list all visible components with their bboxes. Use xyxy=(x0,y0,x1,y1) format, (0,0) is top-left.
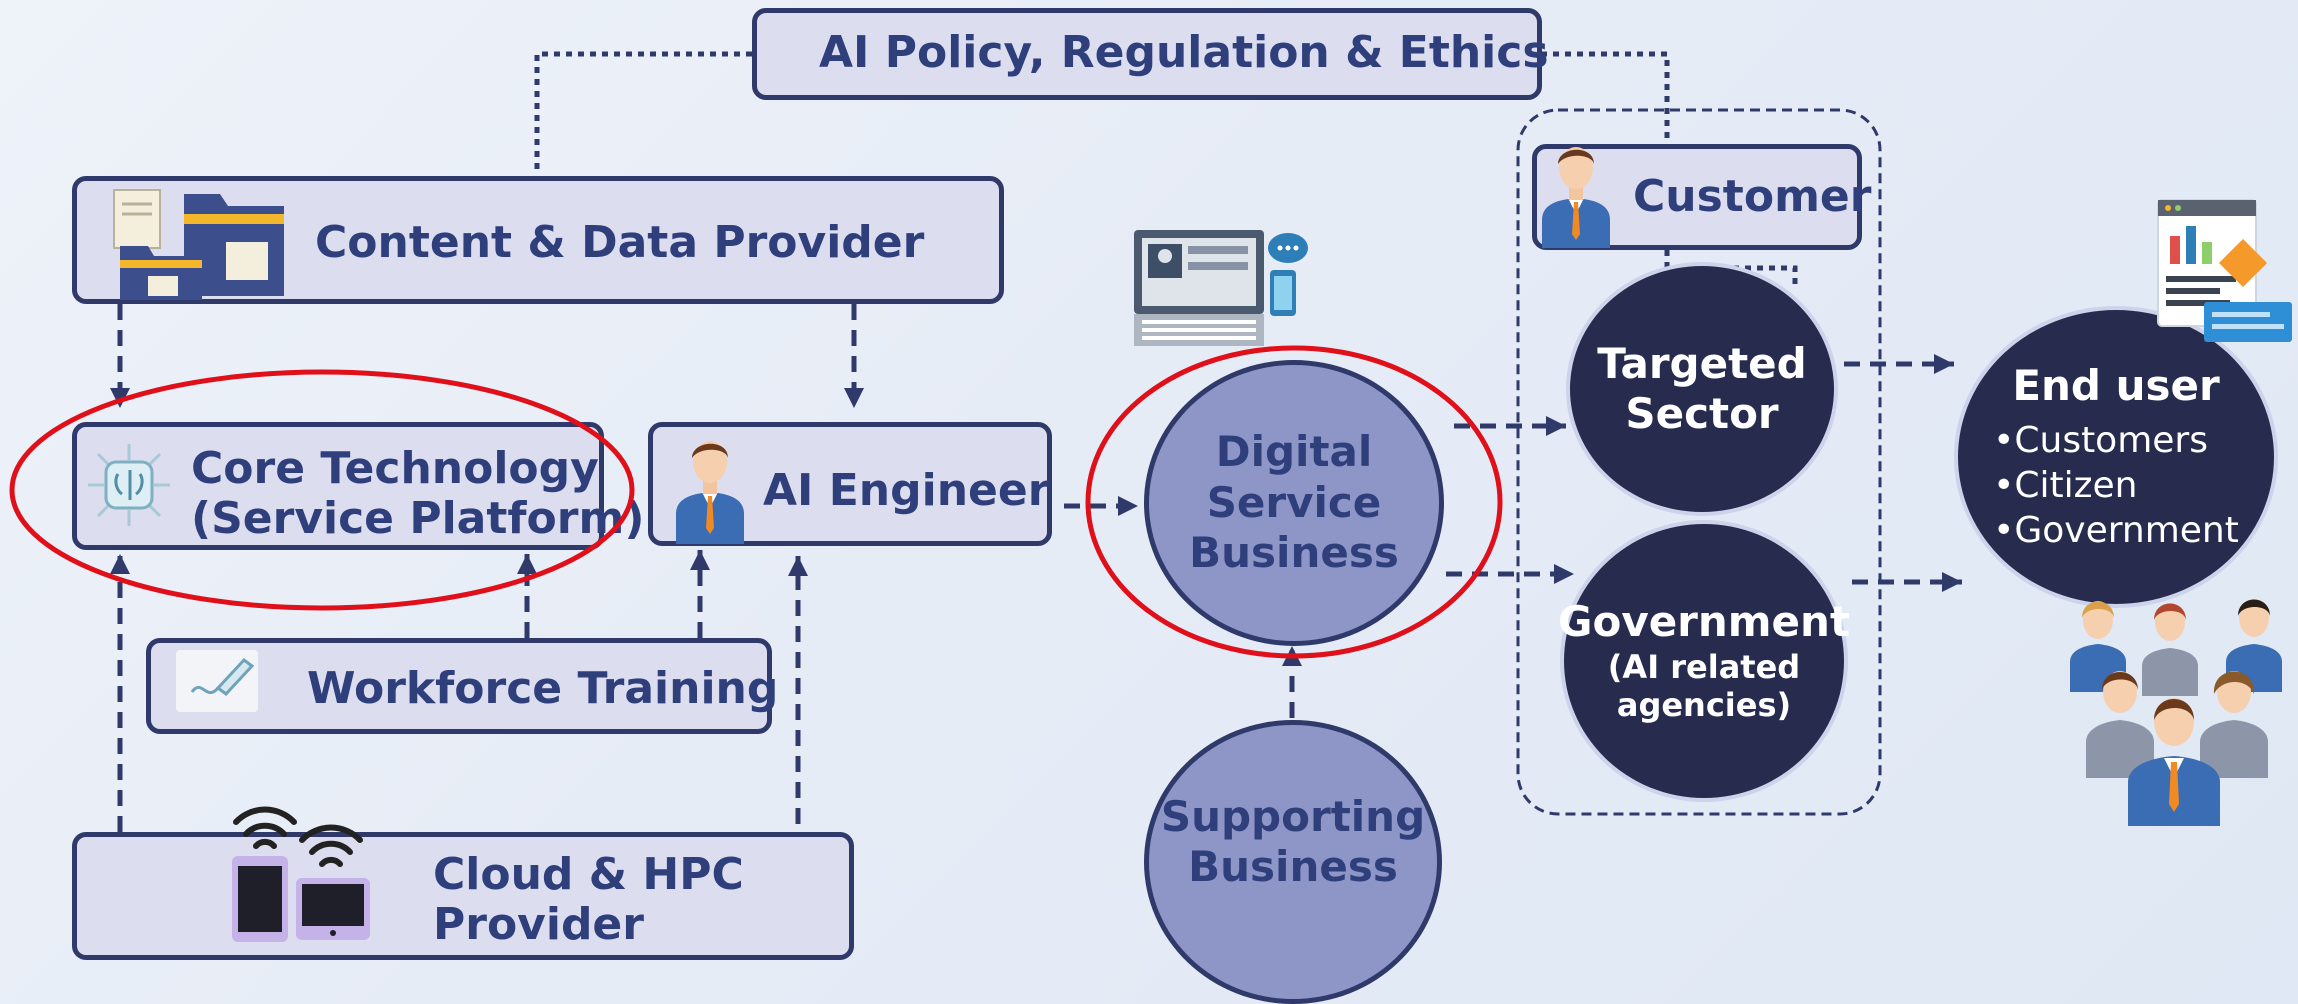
supporting-business-line1: Supporting xyxy=(1160,791,1426,841)
government-line2: (AI related xyxy=(1607,647,1801,686)
pen-icon xyxy=(176,650,258,712)
end-user-list: Customers Citizen Government xyxy=(1993,418,2239,553)
end-user-circle: End user Customers Citizen Government xyxy=(1954,306,2278,608)
policy-box: AI Policy, Regulation & Ethics xyxy=(752,8,1549,100)
people-group-icon xyxy=(2070,599,2282,826)
government-line1: Government xyxy=(1557,597,1851,647)
customer-label: Customer xyxy=(1633,171,1872,222)
digital-service-line3: Business xyxy=(1189,528,1399,578)
engineer-icon xyxy=(676,441,744,544)
customer-icon xyxy=(1542,147,1610,248)
digital-service-line1: Digital xyxy=(1215,427,1373,477)
content-provider-label: Content & Data Provider xyxy=(315,217,925,268)
computer-icon xyxy=(1134,230,1308,346)
supporting-business-line2: Business xyxy=(1188,842,1398,891)
end-user-item: Customers xyxy=(1993,418,2239,463)
cloud-provider-box: Cloud & HPC Provider xyxy=(72,832,854,960)
ai-engineer-label: AI Engineer xyxy=(763,465,1050,516)
folders-icon xyxy=(113,189,284,300)
policy-label: AI Policy, Regulation & Ethics xyxy=(819,27,1549,78)
devices-wifi-icon xyxy=(232,806,370,942)
report-icon xyxy=(2157,199,2292,342)
end-user-title: End user xyxy=(2012,361,2220,411)
end-user-item: Government xyxy=(1993,508,2239,553)
core-technology-line2: (Service Platform) xyxy=(191,493,645,544)
cloud-provider-line2: Provider xyxy=(433,899,644,950)
targeted-sector-line1: Targeted xyxy=(1597,338,1807,388)
digital-service-circle: Digital Service Business xyxy=(1144,360,1444,646)
government-circle: Government (AI related agencies) xyxy=(1557,520,1851,802)
brain-chip-icon xyxy=(88,444,170,526)
workforce-training-label: Workforce Training xyxy=(307,663,779,714)
cloud-provider-line1: Cloud & HPC xyxy=(433,849,744,900)
end-user-item: Citizen xyxy=(1993,463,2239,508)
core-technology-line1: Core Technology xyxy=(191,443,599,494)
digital-service-line2: Service xyxy=(1206,477,1382,527)
supporting-business-circle: Supporting Business xyxy=(1144,720,1442,1004)
targeted-sector-circle: Targeted Sector xyxy=(1566,262,1838,516)
government-line3: agencies) xyxy=(1616,686,1792,725)
workforce-training-box: Workforce Training xyxy=(146,638,778,734)
targeted-sector-line2: Sector xyxy=(1625,389,1779,438)
